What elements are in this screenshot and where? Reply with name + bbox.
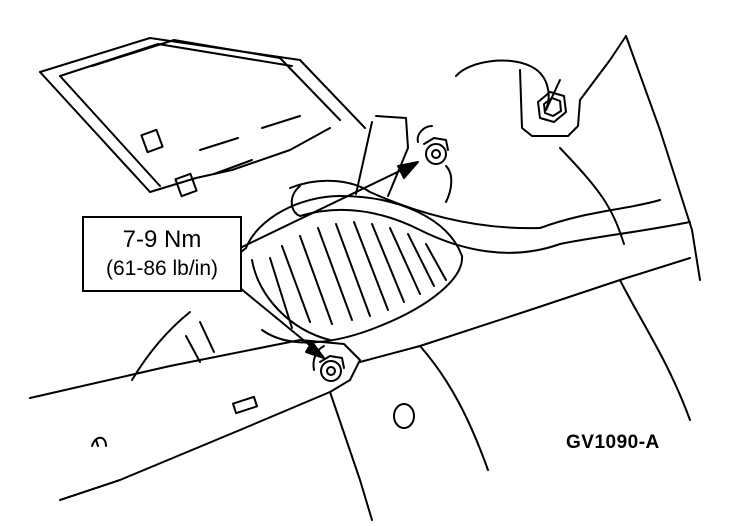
leader-arrows xyxy=(239,161,419,359)
torque-lbin-label: (61-86 lb/in) xyxy=(105,257,219,280)
bracket xyxy=(455,35,701,281)
housing-panel xyxy=(39,37,366,198)
hex-bolt-icon xyxy=(537,91,567,123)
component-body xyxy=(131,195,464,381)
upper-nut-icon xyxy=(416,125,453,203)
torque-nm-label: 7-9 Nm xyxy=(122,226,202,253)
lower-frame xyxy=(29,257,691,521)
figure-id: GV1090-A xyxy=(566,432,660,453)
torque-callout: 7-9 Nm (61-86 lb/in) xyxy=(82,216,242,292)
hose xyxy=(289,115,691,254)
